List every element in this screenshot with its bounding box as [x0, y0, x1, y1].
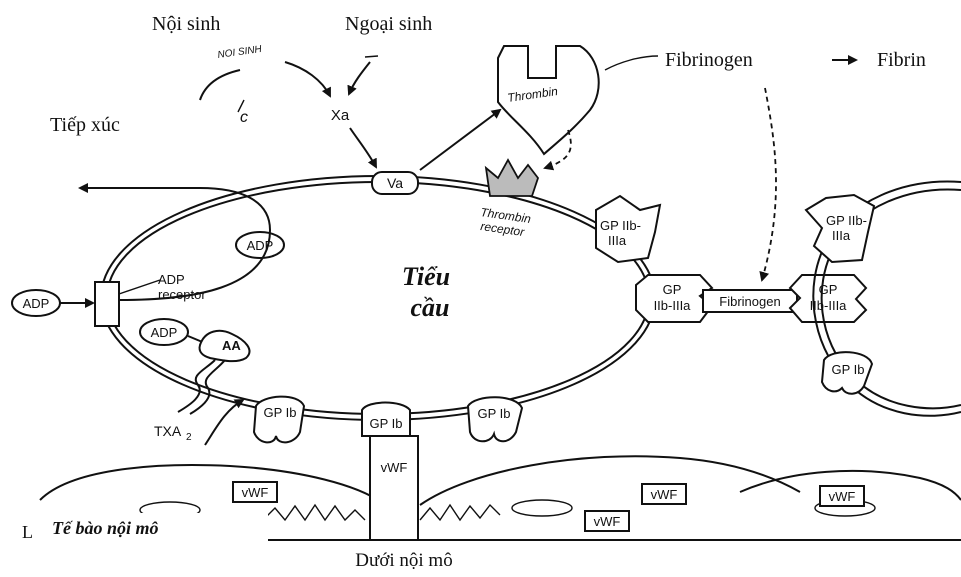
va-label: Va: [387, 175, 403, 191]
platelet-label-line1: Tiểu: [402, 262, 450, 291]
vwf-pillar: [370, 436, 418, 540]
thrombin-to-fibrinogen-line: [605, 56, 658, 70]
adp-receptor-label-2: receptor: [158, 287, 206, 302]
gp-left-label-1: GP: [663, 282, 682, 297]
vwf-right-label: vWF: [829, 489, 856, 504]
thrombin-receptor-shape: [486, 160, 538, 196]
xa-label: Xa: [331, 107, 350, 124]
txa-label: TXA: [154, 423, 182, 439]
gp-ib-left-label: GP Ib: [263, 405, 296, 420]
adp-lower-label: ADP: [151, 325, 178, 340]
gp-iib-top-label-1: GP IIb-: [600, 218, 641, 233]
adp-receptor-box: [95, 282, 119, 326]
intrinsic-to-xa-arrow: [285, 62, 330, 96]
extrinsic-tick: [365, 56, 378, 57]
scribble-arc: [200, 70, 240, 100]
fibrin-label: Fibrin: [877, 49, 926, 71]
nucleus-mid: [512, 500, 572, 516]
gp-ib-center-label: GP Ib: [369, 416, 402, 431]
txa-subscript: 2: [186, 432, 192, 443]
scribble-intrinsic-note: NOI SINH: [217, 44, 263, 61]
extrinsic-to-xa-arrow: [349, 62, 370, 94]
txa-feedback-arrow: [205, 400, 243, 445]
second-gp-iib-label-1: GP IIb-: [826, 213, 867, 228]
fibrinogen-to-bridge-dashed-arrow: [762, 88, 776, 280]
va-to-thrombin-arrow: [420, 110, 500, 170]
endothelial-cell-mid: [420, 456, 800, 505]
aa-to-txa-squiggle: [178, 360, 215, 412]
aa-label: AA: [222, 338, 241, 353]
intrinsic-pathway-label: Nội sinh: [152, 13, 220, 35]
vwf-pillar-label: vWF: [381, 460, 408, 475]
contact-pathway-label: Tiếp xúc: [50, 114, 120, 136]
scribble-l: L: [22, 522, 33, 542]
coagulation-cascade: Nội sinh Ngoại sinh Tiếp xúc NOI SINH c …: [50, 13, 926, 280]
vwf-mid-low-label: vWF: [594, 514, 621, 529]
zigzag-left: [265, 505, 365, 520]
endothelium: vWF vWF vWF vWF L Tế bào nội mô Dưới nội…: [22, 456, 961, 571]
adp-outside-label: ADP: [23, 296, 50, 311]
zigzag-right: [420, 505, 500, 520]
gp-left-label-2: IIb-IIIa: [654, 298, 692, 313]
endothelial-cell-label: Tế bào nội mô: [52, 518, 159, 538]
adp-receptor-pointer: [119, 280, 160, 294]
platelet: Tiểu cầu ADP receptor ADP ADP ADP AA TXA…: [12, 160, 866, 540]
platelet-label-line2: cầu: [411, 293, 450, 322]
fibrinogen-label: Fibrinogen: [665, 49, 753, 71]
gp-right-label-2: IIb-IIIa: [810, 298, 848, 313]
endothelial-cell-left: [40, 465, 385, 505]
xa-to-va-arrow: [350, 128, 376, 167]
gp-iib-top-label-2: IIIa: [608, 233, 627, 248]
extrinsic-pathway-label: Ngoại sinh: [345, 13, 432, 35]
aa-to-txa-squiggle-2: [190, 360, 225, 414]
vwf-mid-label: vWF: [651, 487, 678, 502]
subendothelium-label: Dưới nội mô: [355, 550, 452, 571]
fibrinogen-bridge-label: Fibrinogen: [719, 294, 780, 309]
second-gp-iib-label-2: IIIa: [832, 228, 851, 243]
adp-receptor-label-1: ADP: [158, 272, 185, 287]
gp-ib-right-label: GP Ib: [477, 406, 510, 421]
second-gp-ib-label: GP Ib: [831, 362, 864, 377]
vwf-left-label: vWF: [242, 485, 269, 500]
scribble-c: c: [240, 109, 248, 126]
